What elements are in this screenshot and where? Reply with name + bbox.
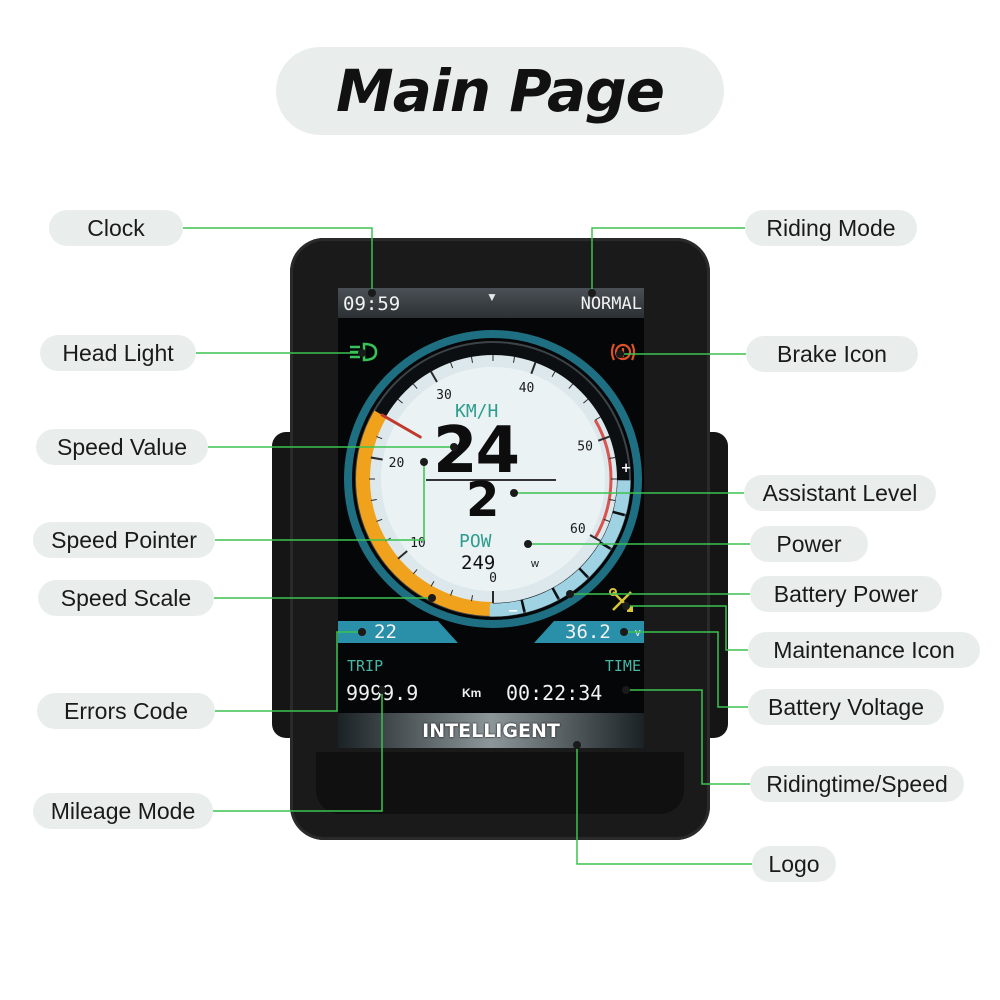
clock-display: 09:59 <box>343 293 401 315</box>
label-assistant-level: Assistant Level <box>744 475 936 511</box>
speed-pointer <box>380 413 422 439</box>
scale-tick <box>583 398 589 404</box>
power-unit: w <box>531 558 539 570</box>
scale-tick <box>412 383 418 389</box>
scale-tick <box>430 580 435 587</box>
label-speed-value: Speed Value <box>36 429 208 465</box>
battery-segment <box>553 569 588 599</box>
label-speed-scale: Speed Scale <box>38 580 214 616</box>
mileage-display: 9999.9 <box>346 681 419 705</box>
device-bezel <box>316 752 684 814</box>
scale-tick <box>450 589 454 596</box>
battery-segment <box>613 480 631 515</box>
label-clock: Clock <box>49 210 183 246</box>
scale-tick <box>594 416 601 421</box>
label-maintenance-icon: Maintenance Icon <box>748 632 980 668</box>
scale-tick <box>470 595 474 602</box>
scale-tick <box>397 550 408 560</box>
label-head-light: Head Light <box>40 335 196 371</box>
scale-tick-label: 40 <box>519 381 535 396</box>
power-label: POW <box>459 531 492 552</box>
label-mileage-mode: Mileage Mode <box>33 793 213 829</box>
scale-tick <box>530 362 537 375</box>
scale-tick <box>412 569 418 575</box>
scale-tick <box>609 498 616 502</box>
label-battery-power: Battery Power <box>750 576 942 612</box>
voltage-tab <box>534 621 644 643</box>
scale-tick <box>430 371 438 383</box>
label-speed-pointer: Speed Pointer <box>33 522 215 558</box>
battery-segment <box>580 543 611 577</box>
title-pill: Main Page <box>276 47 724 135</box>
scale-tick-label: 60 <box>570 522 586 537</box>
trip-label: TRIP <box>347 657 384 675</box>
scale-tick <box>512 356 516 363</box>
speed-arc <box>356 410 494 616</box>
scale-tick-label: 50 <box>577 439 593 454</box>
scale-tick <box>450 362 454 369</box>
label-battery-voltage: Battery Voltage <box>748 689 944 725</box>
scale-tick <box>370 456 383 461</box>
scale-tick-label: 10 <box>410 536 426 551</box>
scale-tick <box>551 371 556 378</box>
battery-segment <box>522 588 558 613</box>
error-tab <box>338 621 458 643</box>
speed-unit: KM/H <box>455 401 499 422</box>
scale-tick <box>376 436 383 440</box>
riding-time-display: 00:22:34 <box>506 681 603 705</box>
label-logo: Logo <box>752 846 836 882</box>
menu-chevron-icon: ▼ <box>486 290 498 304</box>
power-value: 249 <box>461 552 496 574</box>
page-title: Main Page <box>335 57 665 125</box>
label-riding-mode: Riding Mode <box>745 210 917 246</box>
label-errors-code: Errors Code <box>37 693 215 729</box>
scale-tick <box>568 383 574 389</box>
battery-voltage-display: 36.2 <box>565 621 611 643</box>
time-label: TIME <box>604 657 641 675</box>
scale-tick <box>609 456 616 460</box>
battery-plus-label: + <box>621 461 632 476</box>
scale-tick-label: 0 <box>489 571 497 586</box>
scale-tick <box>397 398 403 404</box>
assist-level-display: 2 <box>466 472 500 528</box>
label-power: Power <box>750 526 868 562</box>
head-light-icon <box>350 342 378 362</box>
voltage-unit: v <box>635 627 641 639</box>
scale-tick <box>603 518 610 522</box>
brand-logo: INTELLIGENT <box>422 719 560 742</box>
scale-tick-label: 30 <box>436 388 452 403</box>
speed-divider <box>426 479 556 481</box>
scale-tick <box>589 534 601 542</box>
mileage-unit: Km <box>462 686 482 700</box>
riding-mode-display: NORMAL <box>580 294 642 314</box>
scale-tick-label: 20 <box>389 456 405 471</box>
label-brake-icon: Brake Icon <box>746 336 918 372</box>
maintenance-icon <box>609 588 633 612</box>
scale-tick <box>597 435 610 442</box>
scale-tick <box>470 356 474 363</box>
label-ridingtime-speed: Ridingtime/Speed <box>750 766 964 802</box>
battery-minus-label: − <box>508 604 519 619</box>
logo-bar: INTELLIGENT <box>338 713 644 748</box>
error-code-display: 22 <box>374 621 397 643</box>
battery-segment <box>489 600 524 617</box>
speed-value-display: 24 <box>433 414 520 488</box>
